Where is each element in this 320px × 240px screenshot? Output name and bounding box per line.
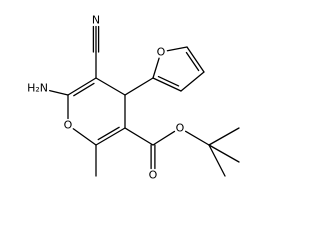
bond-c6-c5 (95, 127, 126, 146)
bond-c_quat-tb_c (208, 144, 226, 177)
molecule-structure-diagram: N H₂N O O O O (27, 14, 240, 182)
bond-c6-c5-inner (97, 126, 120, 141)
bond-c_ester-o_ester (152, 130, 176, 146)
atom-label-layer: N H₂N O O O O (27, 14, 185, 182)
bond-c_quat-tb_b (208, 144, 240, 163)
bond-c3-c2-inner (73, 82, 95, 97)
atom-label-fur-o: O (157, 46, 166, 59)
bond-c_quat-tb_a (208, 127, 240, 146)
bond-fur_c4-fur_c5-inner (185, 51, 200, 72)
bond-fur_c4-fur_c5 (186, 46, 205, 73)
bond-c5-c_ester (124, 127, 154, 146)
bond-c3-c4 (95, 77, 126, 96)
bond-c2-nh2 (49, 89, 69, 96)
bond-o_ring-c6 (72, 128, 97, 146)
bond-fur_c2-fur_c3 (152, 77, 182, 92)
atom-label-o-ring: O (64, 119, 73, 132)
bond-fur_o-fur_c2 (152, 57, 160, 79)
bond-fur_c3-fur_c4 (180, 71, 205, 92)
bond-fur_c2-fur_c3-inner (157, 75, 180, 87)
atom-label-o-ester: O (176, 122, 185, 135)
bond-c4-fur_c2 (124, 77, 154, 96)
atom-label-o-carbonyl: O (149, 169, 158, 182)
bond-o_ester-c_quat (184, 130, 210, 146)
atom-label-nh2: H₂N (27, 82, 48, 95)
bond-c3-c2 (67, 77, 97, 96)
bond-layer (49, 25, 240, 177)
atom-label-n-nitrile: N (92, 14, 100, 27)
bond-fur_c5-fur_o (166, 46, 188, 52)
